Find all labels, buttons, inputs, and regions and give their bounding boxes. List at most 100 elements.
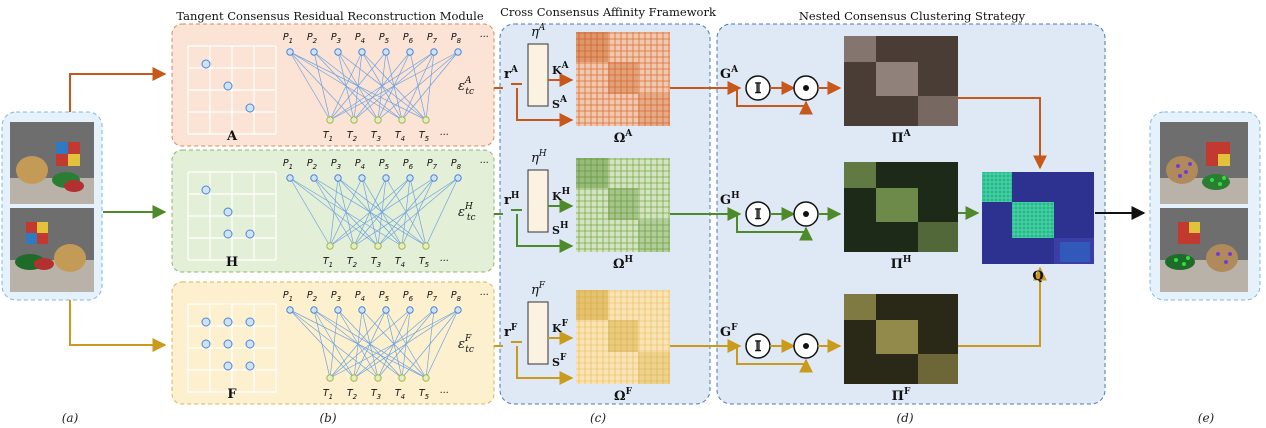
omega-label-A: ΩA	[614, 129, 634, 146]
t-node	[350, 242, 358, 250]
input-image-bottom	[10, 208, 94, 292]
grid-node	[201, 59, 211, 69]
input-arrow-A	[69, 67, 167, 112]
eta-block-A	[527, 43, 549, 107]
flow-to-omega-H	[511, 209, 572, 246]
g-label-A: GA	[720, 65, 739, 82]
grid-label-H: H	[226, 255, 238, 270]
input-image-top	[10, 122, 94, 204]
p-node	[382, 306, 390, 314]
t-label: T1	[323, 130, 333, 143]
omega-label-H: ΩH	[613, 255, 634, 272]
affinity-matrix-F	[576, 290, 670, 384]
p-node	[454, 174, 462, 182]
r-label-F: rF	[504, 323, 518, 340]
grid-node	[223, 317, 233, 327]
p-label: P6	[403, 290, 414, 303]
caption-2: (c)	[590, 411, 606, 425]
flow-to-omega-F	[511, 341, 572, 378]
input-arrow-F	[69, 300, 167, 352]
p-node	[382, 174, 390, 182]
p-node	[454, 48, 462, 56]
bypass-arrow-F	[736, 346, 813, 373]
affinity-matrix-H	[576, 158, 670, 252]
t-label: T4	[395, 130, 405, 143]
t-node	[398, 374, 406, 382]
p-node	[334, 48, 342, 56]
t-ellipsis: ···	[439, 130, 448, 141]
t-node	[422, 374, 430, 382]
grid-node	[223, 361, 233, 371]
module-d-title: Nested Consensus Clustering Strategy	[799, 9, 1026, 23]
q-matrix	[982, 172, 1094, 264]
t-node	[350, 116, 358, 124]
t-node	[398, 242, 406, 250]
output-image-bottom	[1160, 208, 1248, 292]
p-node	[286, 174, 294, 182]
t-node	[350, 374, 358, 382]
t-node	[326, 242, 334, 250]
grid-node	[245, 103, 255, 113]
p-ellipsis: ···	[479, 32, 488, 43]
grid-node	[201, 185, 211, 195]
reconstruction-panel-A	[171, 23, 495, 147]
t-label: T3	[371, 256, 381, 269]
grid-node	[223, 229, 233, 239]
grid-label-F: F	[227, 387, 237, 402]
p-label: P4	[355, 158, 365, 171]
p-label: P5	[379, 32, 390, 45]
r-label-H: rH	[504, 191, 520, 208]
t-label: T2	[347, 130, 358, 143]
p-label: P3	[331, 158, 341, 171]
flow-to-q-A	[958, 97, 1047, 170]
k-label-F: KF	[552, 319, 569, 335]
t-label: T2	[347, 256, 358, 269]
r-label-A: rA	[504, 65, 519, 82]
p-label: P2	[307, 32, 318, 45]
grid-label-A: A	[226, 129, 238, 144]
bypass-arrow-A	[736, 88, 813, 115]
p-node	[430, 174, 438, 182]
grid-node	[201, 317, 211, 327]
t-label: T1	[323, 388, 333, 401]
captions: (a)(b)(c)(d)(e)	[62, 411, 1215, 425]
p-node	[334, 306, 342, 314]
p-label: P6	[403, 32, 414, 45]
affinity-matrix-A	[576, 32, 670, 126]
coefficient-grid-H	[187, 171, 277, 261]
p-label: P1	[283, 32, 293, 45]
t-ellipsis: ···	[439, 256, 448, 267]
input-images-panel	[1, 111, 103, 301]
g-label-H: GH	[720, 191, 740, 208]
caption-0: (a)	[62, 411, 79, 425]
output-image-top	[1160, 122, 1248, 204]
s-label-H: SH	[552, 221, 569, 237]
p-label: P7	[427, 158, 438, 171]
eta-block-H	[527, 169, 549, 233]
bypass-arrow-H	[736, 214, 813, 241]
t-node	[374, 242, 382, 250]
p-label: P6	[403, 158, 414, 171]
grid-node	[245, 229, 255, 239]
t-node	[398, 116, 406, 124]
k-label-H: KH	[552, 187, 571, 203]
p-node	[310, 174, 318, 182]
t-label: T5	[419, 130, 430, 143]
p-node	[310, 48, 318, 56]
indicator-symbol: 𝕀	[755, 339, 762, 355]
flow-to-q-F	[958, 266, 1047, 347]
t-label: T5	[419, 256, 430, 269]
grid-node	[245, 339, 255, 349]
p-node	[358, 174, 366, 182]
grid-node	[245, 361, 255, 371]
partition-matrix-A	[844, 36, 958, 126]
